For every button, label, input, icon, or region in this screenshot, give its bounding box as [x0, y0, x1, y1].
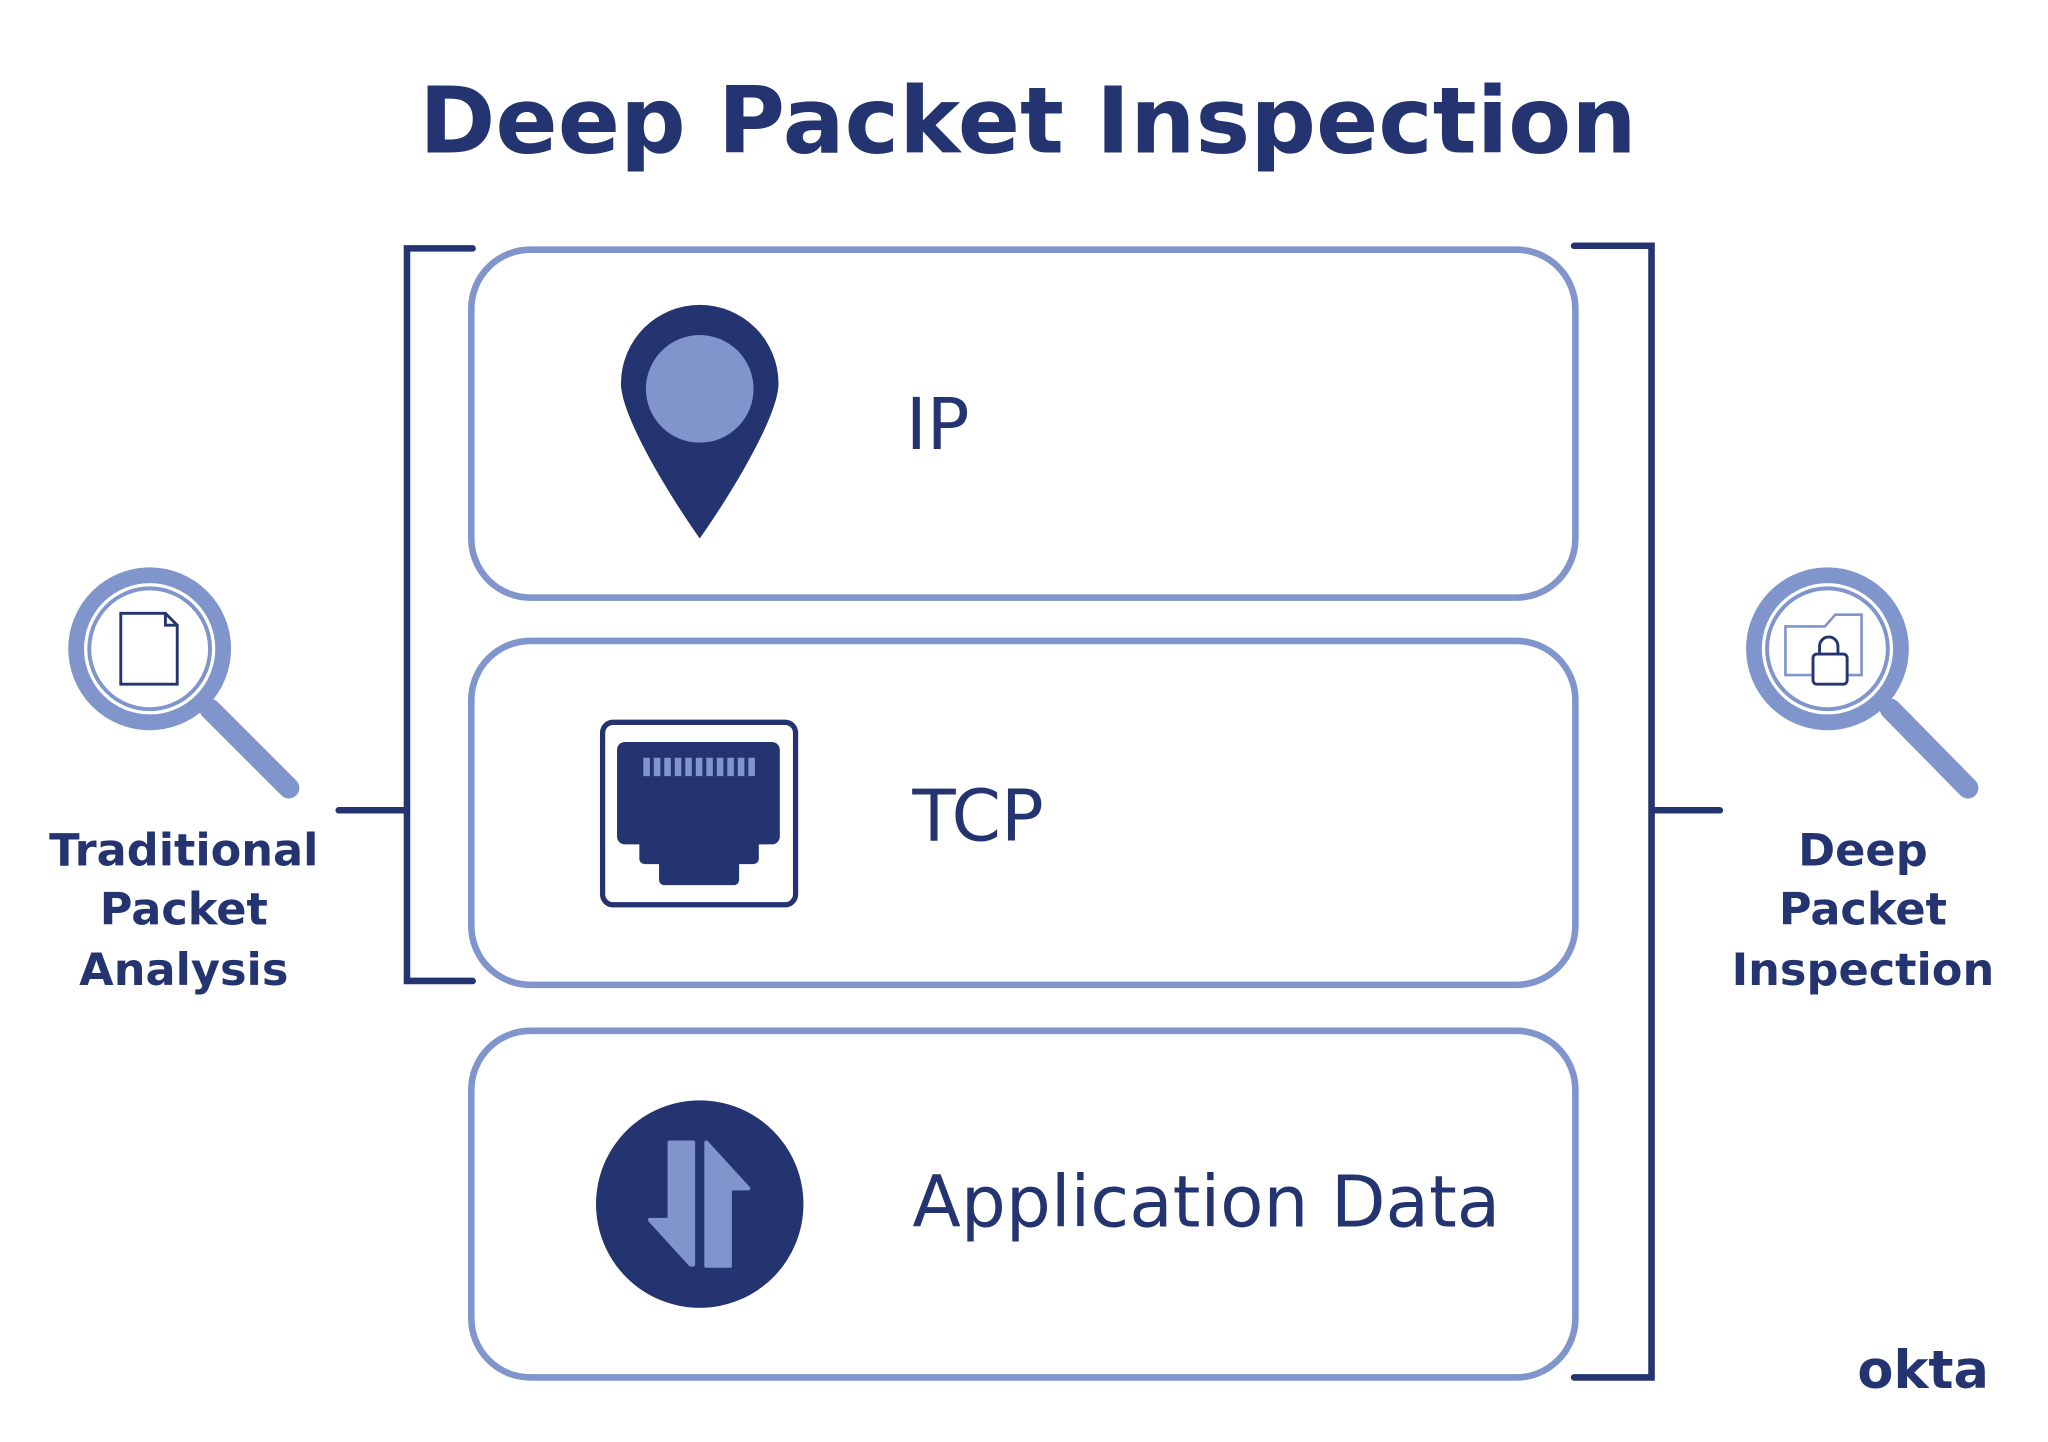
layer-label-application-data: Application Data [912, 1160, 1500, 1243]
right-label-line: Packet [1779, 883, 1947, 935]
layer-box-ip [468, 246, 1579, 601]
left-label-traditional-packet-analysis: Traditional Packet Analysis [49, 824, 318, 995]
right-label-line: Inspection [1732, 944, 1995, 996]
layer-label-tcp: TCP [911, 774, 1043, 857]
layer-label-ip: IP [906, 383, 970, 466]
page-title: Deep Packet Inspection [419, 68, 1637, 175]
right-label-line: Deep [1798, 824, 1928, 876]
left-label-line: Packet [100, 883, 268, 935]
magnifier-document-icon [68, 567, 300, 799]
left-label-line: Analysis [79, 944, 288, 996]
data-transfer-arrows-icon [596, 1100, 804, 1308]
okta-logo: okta [1857, 1340, 1989, 1401]
left-label-line: Traditional [49, 824, 318, 876]
right-bracket [1570, 242, 1724, 1381]
location-pin-icon [620, 304, 779, 539]
ethernet-port-icon [599, 719, 799, 908]
layer-box-tcp [468, 637, 1579, 989]
magnifier-locked-folder-icon [1746, 567, 1979, 799]
right-label-deep-packet-inspection: Deep Packet Inspection [1732, 824, 1995, 995]
layer-box-application-data [468, 1027, 1579, 1381]
left-bracket [335, 245, 476, 985]
